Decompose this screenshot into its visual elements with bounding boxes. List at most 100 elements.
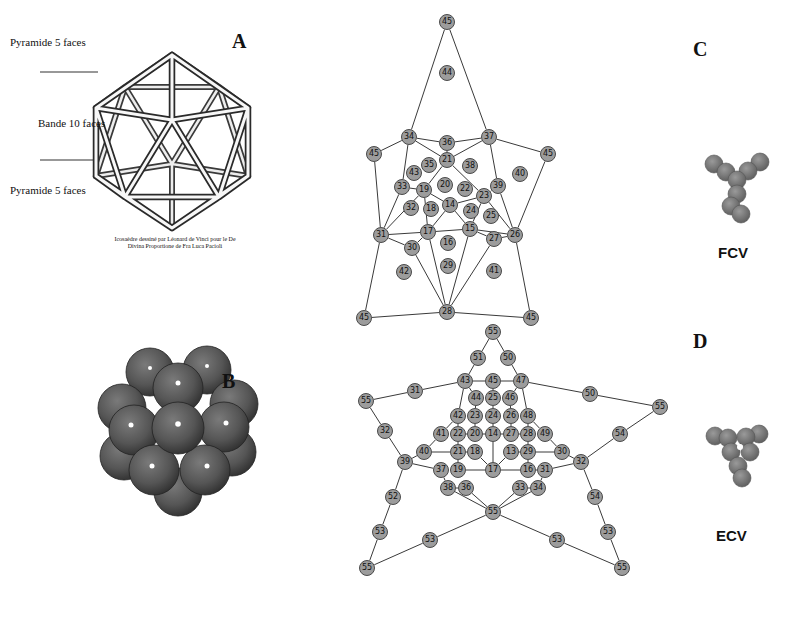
atom-circle: 38 <box>440 480 456 496</box>
atom-circle: 45 <box>523 310 539 326</box>
atom-number: 36 <box>442 139 452 147</box>
atom-number: 13 <box>506 448 516 456</box>
atom-number: 42 <box>399 268 409 276</box>
atom-circle: 21 <box>439 152 455 168</box>
atom-number: 27 <box>489 235 499 243</box>
atom-circle: 16 <box>520 462 536 478</box>
atom-circle: 15 <box>462 221 478 237</box>
atom-number: 45 <box>488 377 498 385</box>
atom-circle: 27 <box>486 231 502 247</box>
atom-number: 36 <box>461 484 471 492</box>
atom-circle: 23 <box>467 408 483 424</box>
atom-circle: 31 <box>407 383 423 399</box>
atom-circle: 34 <box>401 129 417 145</box>
atom-number: 39 <box>493 182 503 190</box>
bond-line <box>383 504 390 524</box>
atom-circle: 42 <box>396 264 412 280</box>
atom-number: 37 <box>484 133 494 141</box>
atom-number: 51 <box>473 354 483 362</box>
atom-number: 33 <box>515 484 525 492</box>
bond-line <box>455 313 523 318</box>
atom-number: 22 <box>460 185 470 193</box>
cluster-name: ECV <box>716 527 747 544</box>
atom-number: 24 <box>488 412 498 420</box>
atom-number: 49 <box>540 430 550 438</box>
atom-circle: 32 <box>377 423 393 439</box>
atom-circle: 36 <box>458 480 474 496</box>
atom-number: 14 <box>488 430 498 438</box>
atom-number: 20 <box>470 430 480 438</box>
atom-number: 44 <box>471 394 481 402</box>
atom-number: 55 <box>361 397 371 405</box>
bond-line <box>497 339 504 351</box>
part-label: Pyramide 5 faces <box>10 36 86 48</box>
atom-circle: 27 <box>503 426 519 442</box>
atom-circle: 55 <box>614 560 630 576</box>
bond-line <box>436 230 462 232</box>
atom-circle: 46 <box>502 390 518 406</box>
atom-circle: 45 <box>540 146 556 162</box>
bond-line <box>366 243 380 310</box>
atom-number: 53 <box>425 536 435 544</box>
atom-circle: 47 <box>513 373 529 389</box>
atom-number: 21 <box>453 448 463 456</box>
atom-circle: 53 <box>372 524 388 540</box>
atom-number: 26 <box>506 412 516 420</box>
atom-circle: 42 <box>450 408 466 424</box>
bond-line <box>564 543 614 565</box>
atom-number: 35 <box>424 161 434 169</box>
atom-number: 15 <box>465 225 475 233</box>
atom-number: 17 <box>488 466 498 474</box>
atom-circle: 25 <box>483 208 499 224</box>
atom-circle: 19 <box>450 462 466 478</box>
atom-number: 50 <box>503 354 513 362</box>
atom-circle: 39 <box>490 178 506 194</box>
bond-line <box>431 194 443 201</box>
bond-line <box>417 138 439 142</box>
bond-line <box>611 539 619 560</box>
atom-number: 54 <box>590 493 600 501</box>
atom-circle: 50 <box>500 350 516 366</box>
bond-line <box>517 243 530 310</box>
atom-number: 24 <box>466 207 476 215</box>
atom-circle: 41 <box>433 426 449 442</box>
atom-number: 54 <box>615 430 625 438</box>
atom-number: 34 <box>533 484 543 492</box>
atom-number: 33 <box>397 183 407 191</box>
leader-line <box>40 72 98 160</box>
atom-circle: 14 <box>485 426 501 442</box>
atom-number: 41 <box>489 267 499 275</box>
fcv-cluster <box>705 153 769 223</box>
atom-circle: 20 <box>437 177 453 193</box>
atom-circle: 53 <box>422 532 438 548</box>
bond-line <box>469 365 474 374</box>
atom-number: 55 <box>655 403 665 411</box>
atom-number: 17 <box>423 228 433 236</box>
atom-circle: 55 <box>359 560 375 576</box>
bond-line <box>396 470 403 490</box>
bond-line <box>466 470 485 471</box>
atom-circle: 22 <box>450 426 466 442</box>
bond-line <box>553 464 573 469</box>
bond-line <box>523 389 527 408</box>
atom-circle: 25 <box>485 390 501 406</box>
atom-circle: 32 <box>573 454 589 470</box>
bond-line <box>374 393 407 400</box>
bond-line <box>454 141 482 156</box>
atom-circle: 31 <box>537 462 553 478</box>
atom-circle: 48 <box>520 408 536 424</box>
bond-line <box>490 145 496 178</box>
atom-circle: 39 <box>397 454 413 470</box>
atom-number: 25 <box>486 212 496 220</box>
ecv-cluster <box>706 425 768 487</box>
atom-circle: 38 <box>462 158 478 174</box>
atom-number: 32 <box>576 458 586 466</box>
bond-line <box>372 313 439 318</box>
atom-number: 20 <box>440 181 450 189</box>
atom-number: 53 <box>552 536 562 544</box>
atom-circle: 24 <box>463 203 479 219</box>
atom-circle: 31 <box>373 227 389 243</box>
atom-circle: 37 <box>481 129 497 145</box>
atom-circle: 51 <box>470 350 486 366</box>
atom-circle: 45 <box>485 373 501 389</box>
